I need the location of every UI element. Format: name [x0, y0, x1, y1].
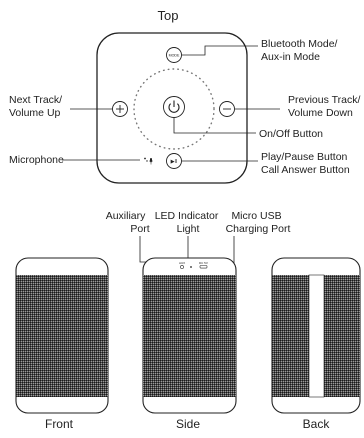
svg-text:AUX: AUX [179, 261, 185, 265]
front-caption: Front [45, 417, 74, 431]
back-strip [308, 274, 325, 398]
front-view [15, 257, 109, 414]
next-track-button[interactable] [112, 101, 128, 117]
microphone-label: Microphone [9, 154, 64, 166]
mode-button[interactable]: MODE [166, 47, 182, 63]
aux-port-icon: AUX [179, 261, 185, 269]
side-view: AUX DC 5V [142, 257, 237, 414]
next-track-label: Next Track/ Volume Up [9, 94, 65, 119]
front-grille [16, 275, 108, 397]
usb-port-icon: DC 5V [199, 261, 208, 269]
svg-text:DC 5V: DC 5V [199, 261, 208, 265]
previous-track-label: Previous Track/ Volume Down [288, 94, 363, 119]
play-pause-icon: ▶II [171, 159, 178, 165]
microphone-icon [144, 157, 153, 165]
side-grille [143, 275, 236, 397]
led-indicator-icon [190, 266, 192, 268]
bluetooth-mode-label: Bluetooth Mode/ Aux-in Mode [261, 38, 340, 63]
plus-icon [116, 105, 124, 113]
power-button[interactable] [163, 96, 185, 118]
back-caption: Back [303, 417, 331, 431]
mode-button-icon: MODE [169, 53, 180, 57]
aux-port-label: Auxiliary Port [106, 210, 150, 235]
top-title: Top [158, 8, 179, 23]
power-icon [168, 100, 180, 113]
light-ring [133, 68, 215, 150]
usb-label: Micro USB Charging Port [226, 210, 291, 235]
side-caption: Side [176, 417, 200, 431]
led-label: LED Indicator Light [155, 210, 222, 235]
back-view [271, 257, 361, 414]
play-pause-label: Play/Pause Button Call Answer Button [261, 151, 350, 176]
previous-track-button[interactable] [219, 101, 235, 117]
power-label: On/Off Button [259, 128, 323, 140]
play-pause-button[interactable]: ▶II [166, 153, 182, 169]
